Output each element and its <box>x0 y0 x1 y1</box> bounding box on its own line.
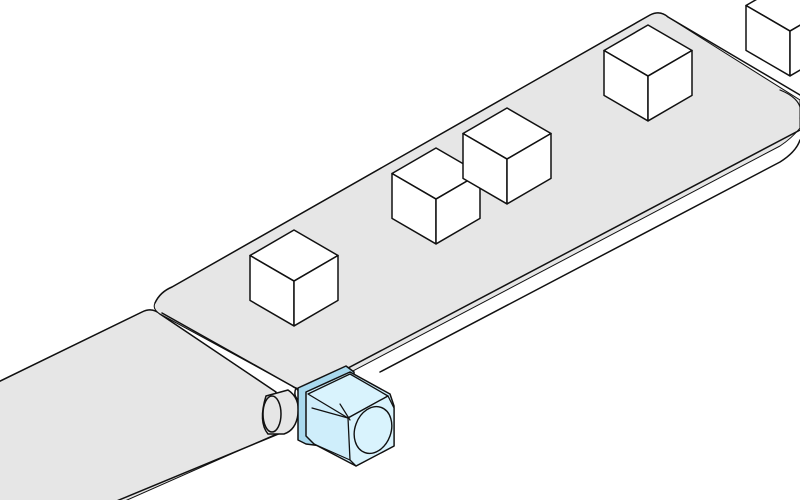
box-5 <box>745 0 800 77</box>
motor-shaft-circle <box>353 405 393 455</box>
drive-roller <box>261 389 300 435</box>
box-4 <box>603 24 693 122</box>
box-1-right-face <box>293 254 339 327</box>
box-4-right-face <box>647 49 693 122</box>
box-2 <box>391 147 481 245</box>
left-belt-bottom-edge <box>117 429 289 500</box>
right-belt-end-curl <box>779 89 800 119</box>
box-1 <box>249 229 339 327</box>
right-belt-far-edge <box>154 12 800 304</box>
box-3-right-face <box>506 132 552 205</box>
motor-chamfer-lines <box>311 403 351 461</box>
box-3 <box>462 107 552 205</box>
box-5-right-face <box>789 24 800 77</box>
drive-roller-end <box>262 395 282 433</box>
boxes-group <box>249 0 800 327</box>
drive-motor-icon <box>297 365 395 467</box>
box-2-right-face <box>435 172 481 245</box>
